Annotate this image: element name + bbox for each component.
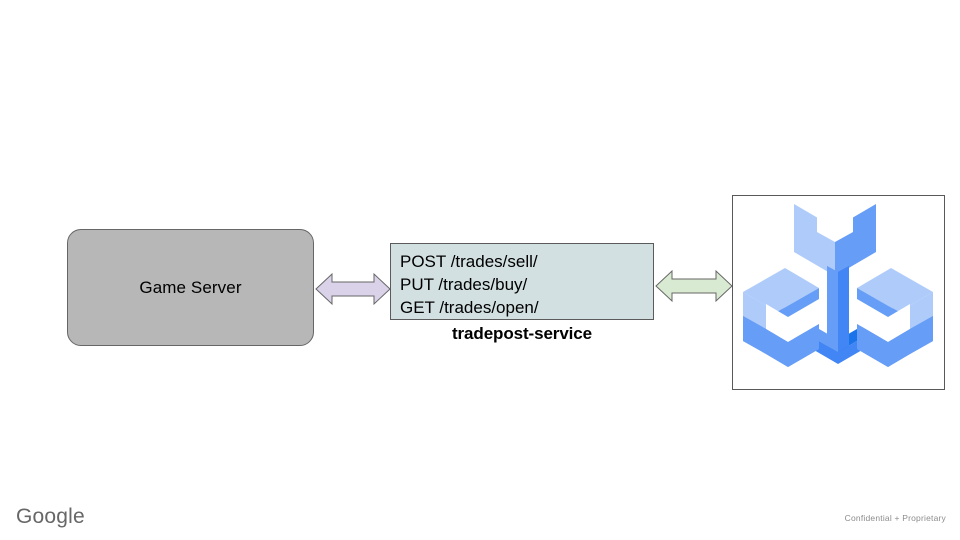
google-wordmark: Google (16, 505, 85, 528)
endpoint-line: GET /trades/open/ (400, 298, 539, 317)
game-server-label: Game Server (139, 277, 242, 297)
three-way-wrench-icon (743, 204, 933, 367)
confidentiality-note: Confidential + Proprietary (844, 513, 946, 523)
connector-service-to-tool (654, 263, 734, 309)
double-arrow-icon (655, 269, 733, 303)
tool-image-frame (732, 195, 945, 390)
tradepost-service-caption: tradepost-service (451, 324, 593, 343)
connector-game-server-to-service (314, 266, 392, 312)
double-arrow-icon (315, 272, 391, 306)
endpoint-line: POST /trades/sell/ (400, 252, 538, 271)
game-server-box: Game Server (67, 229, 314, 346)
tradepost-service-box: POST /trades/sell/ PUT /trades/buy/ GET … (390, 243, 654, 320)
endpoint-line: PUT /trades/buy/ (400, 275, 528, 294)
